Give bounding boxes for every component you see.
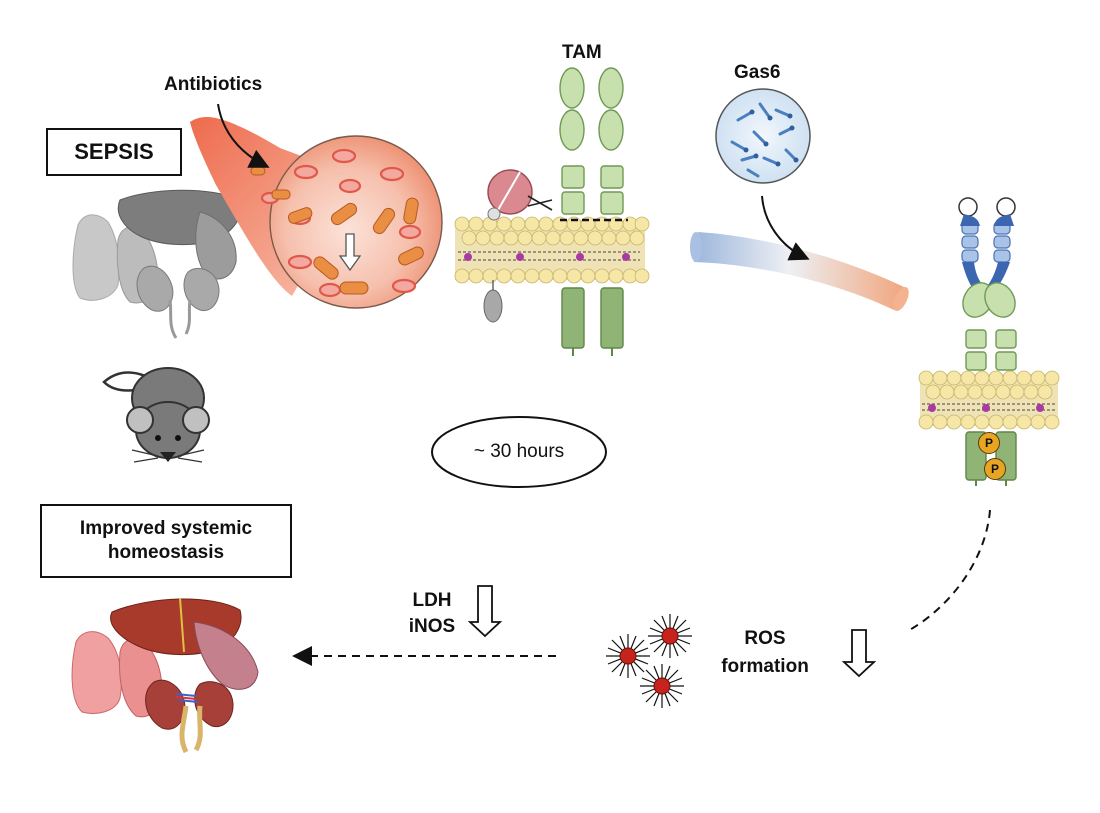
outcome-line1: Improved systemic [79,518,253,539]
phospho-badge: P [984,458,1006,480]
activated-receptor-icon [918,197,1060,486]
sepsis-label: SEPSIS [74,139,154,164]
dashed-curve [905,509,991,633]
outcome-box: Improved systemic homeostasis [40,504,292,578]
outcome-line2: homeostasis [107,542,225,563]
duration-label: ~ 30 hours [473,441,565,462]
mouse-icon [102,367,210,463]
phospho-badge: P [978,432,1000,454]
antibiotics-label: Antibiotics [164,74,263,95]
ros-label-line1: ROS [744,628,786,649]
organs-color-icon [71,597,259,754]
ldh-label: LDH [412,590,452,611]
gas6-label: Gas6 [734,62,781,83]
gas6-particle-icon [715,88,811,184]
vessel-zoom-icon [190,103,443,309]
tam-label: TAM [562,42,602,63]
organs-gray-icon [72,189,242,339]
ros-star-icon [606,614,692,708]
tube-icon [690,195,909,312]
sepsis-box: SEPSIS [46,128,182,176]
ros-label-line2: formation [721,656,809,677]
inos-label: iNOS [408,616,456,637]
tam-receptor-icon [454,67,650,356]
down-arrow-icon [467,585,877,678]
